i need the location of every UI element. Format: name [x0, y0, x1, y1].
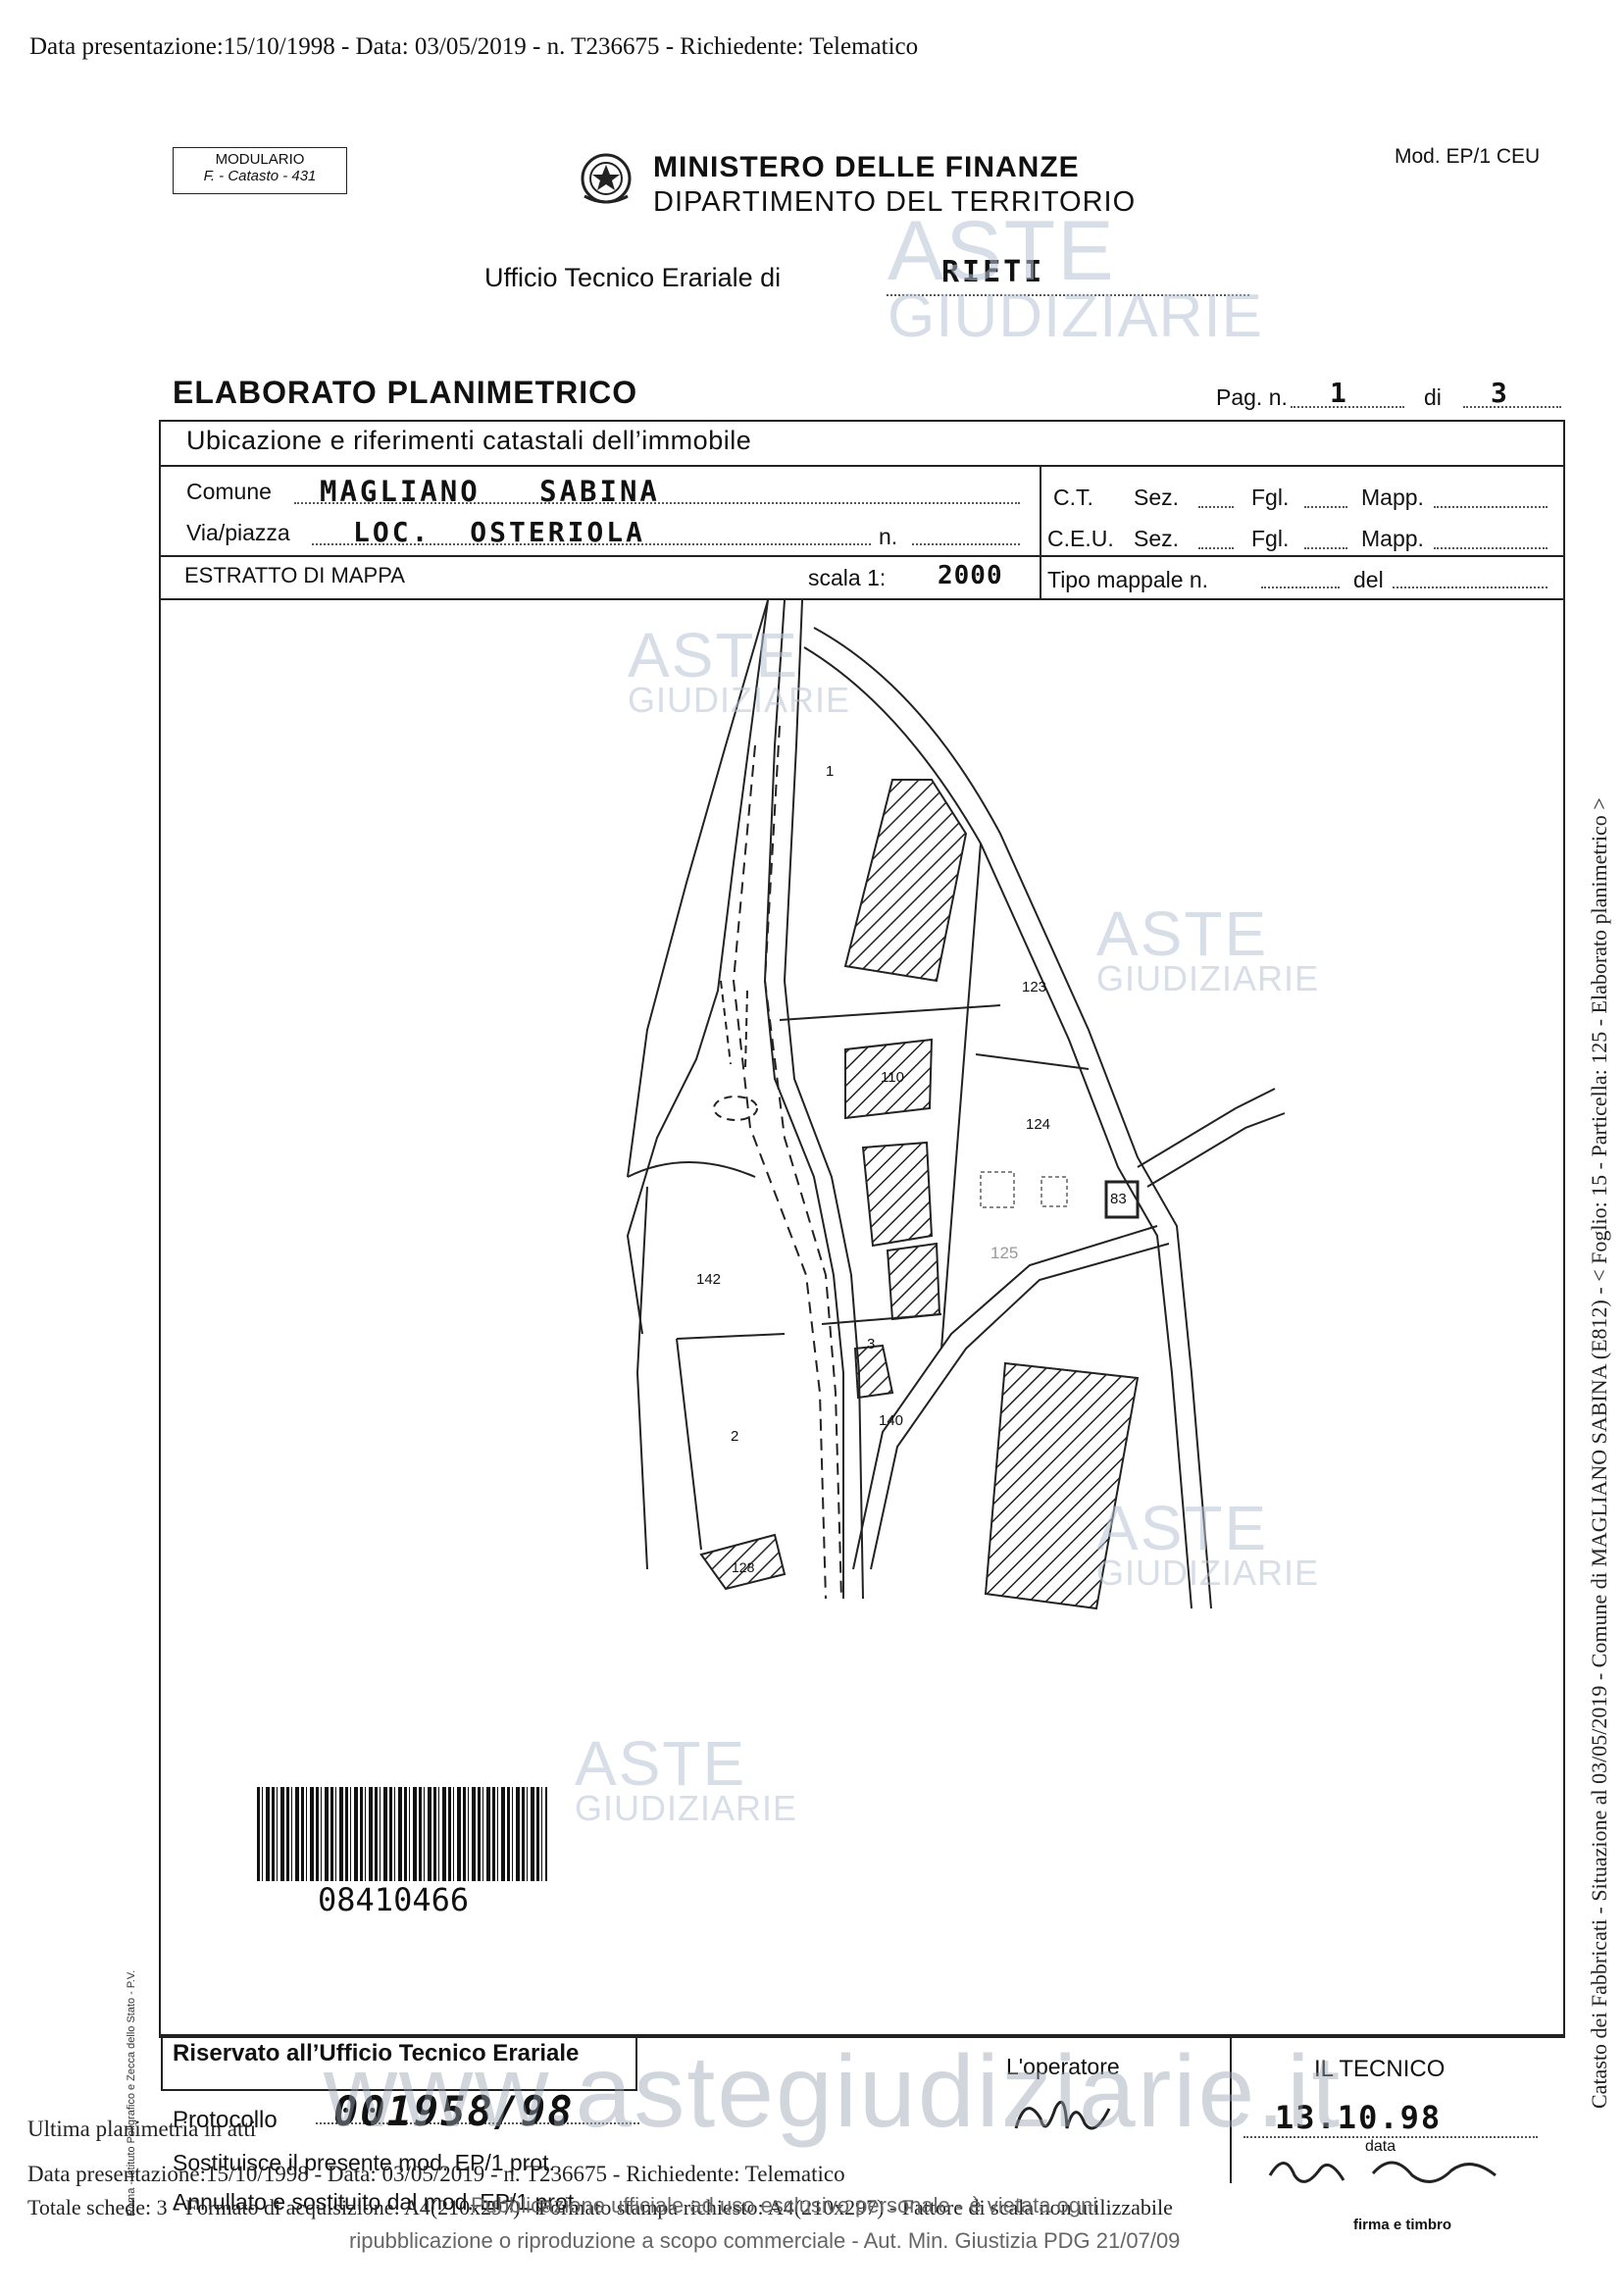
main-frame — [159, 420, 1565, 2036]
site-watermark: www.astegiudiziarie.it — [324, 2035, 1343, 2149]
watermark-map-4: ASTE GIUDIZIARIE — [575, 1728, 798, 1828]
sostituisce-text: Sostituisce il presente mod. EP/1 prot. — [173, 2150, 555, 2175]
ct-label: C.T. — [1053, 485, 1093, 510]
watermark-map-1: ASTE GIUDIZIARIE — [628, 620, 851, 720]
model-code: Mod. EP/1 CEU — [1395, 145, 1541, 168]
comune-value: MAGLIANO SABINA — [320, 475, 660, 508]
page-number: 1 — [1330, 377, 1349, 409]
tecnico-data-label: data — [1365, 2138, 1396, 2155]
ministry-name: MINISTERO DELLE FINANZE — [653, 151, 1080, 183]
protocollo-value: 001958/98 — [333, 2087, 575, 2135]
footer-line4: ripubblicazione o riproduzione a scopo c… — [349, 2228, 1181, 2253]
tecnico-signature-icon — [1268, 2161, 1497, 2183]
parcel-label: 2 — [731, 1428, 739, 1445]
watermark-map-3: ASTE GIUDIZIARIE — [1096, 1493, 1320, 1593]
footer-overlay: Pubblicazione ufficiale ad uso esclusivo… — [471, 2193, 1098, 2218]
parcel-label: 125 — [990, 1244, 1019, 1262]
watermark-line1: ASTE — [628, 620, 800, 690]
reserved-title: Riservato all’Ufficio Tecnico Erariale — [173, 2040, 580, 2066]
watermark-line2: GIUDIZIARIE — [575, 1787, 798, 1828]
header-line: Data presentazione:15/10/1998 - Data: 03… — [29, 33, 919, 60]
comune-label: Comune — [186, 479, 272, 504]
watermark-line1: ASTE — [1096, 898, 1269, 969]
firma-timbro-label: firma e timbro — [1353, 2217, 1452, 2233]
via-n-label: n. — [879, 524, 898, 549]
office-label: Ufficio Tecnico Erariale di — [484, 263, 782, 292]
page-number-underline — [1291, 406, 1404, 408]
protocollo-label: Protocollo — [173, 2107, 278, 2133]
annullato-text: Annullato e sostituito dal mod. EP/1 pro… — [173, 2189, 581, 2215]
tecnico-date: 13.10.98 — [1275, 2099, 1443, 2136]
parcel-label: 124 — [1026, 1116, 1051, 1133]
watermark-map-2: ASTE GIUDIZIARIE — [1096, 898, 1320, 998]
parcel-label: 83 — [1110, 1191, 1127, 1207]
ct-mapp: Mapp. — [1361, 485, 1424, 510]
ct-fgl: Fgl. — [1251, 485, 1290, 510]
barcode-number: 08410466 — [318, 1881, 470, 1918]
modulario-line1: MODULARIO — [215, 151, 305, 168]
watermark-line2: GIUDIZIARIE — [628, 679, 851, 720]
parcel-label: 142 — [696, 1271, 722, 1288]
page-label: Pag. n. — [1216, 384, 1288, 410]
parcel-label: 140 — [879, 1412, 904, 1429]
office-value: RIETI — [941, 255, 1045, 289]
ct-sez: Sez. — [1134, 485, 1180, 510]
parcel-label: 110 — [881, 1069, 904, 1086]
watermark-line1: ASTE — [1096, 1493, 1269, 1563]
scala-label: scala 1: — [808, 565, 887, 590]
barcode — [257, 1787, 547, 1881]
document-title: ELABORATO PLANIMETRICO — [173, 375, 638, 410]
tipo-mappale-label: Tipo mappale n. — [1047, 567, 1209, 592]
parcel-label: 3 — [867, 1336, 876, 1352]
department-name: DIPARTIMENTO DEL TERRITORIO — [653, 186, 1137, 218]
ceu-mapp: Mapp. — [1361, 526, 1424, 551]
republic-emblem-icon — [581, 153, 632, 204]
via-value: LOC. OSTERIOLA — [353, 516, 646, 548]
page-total-underline — [1463, 406, 1561, 408]
via-label: Via/piazza — [186, 520, 290, 545]
parcel-label: 128 — [732, 1559, 755, 1575]
tipo-del-label: del — [1353, 567, 1384, 592]
ceu-label: C.E.U. — [1047, 526, 1114, 551]
page-of-label: di — [1424, 384, 1442, 410]
watermark-top: ASTE GIUDIZIARIE — [888, 204, 1264, 351]
modulario-line2: F. - Catasto - 431 — [203, 168, 317, 184]
scala-value: 2000 — [938, 561, 1003, 590]
office-underline — [887, 263, 1249, 296]
watermark-line1: ASTE — [575, 1728, 747, 1799]
watermark-line2: GIUDIZIARIE — [1096, 957, 1320, 998]
page-total: 3 — [1491, 377, 1510, 409]
footer-line2: Data presentazione:15/10/1998 - Data: 03… — [27, 2162, 845, 2186]
parcel-label: 1 — [826, 763, 835, 780]
modulario-box: MODULARIO F. - Catasto - 431 — [173, 147, 347, 194]
watermark-top-line1: ASTE — [888, 204, 1116, 298]
ceu-sez: Sez. — [1134, 526, 1180, 551]
footer-ultima: Ultima planimetria in atti — [27, 2117, 257, 2141]
reserved-title-box — [161, 2034, 637, 2091]
operatore-signature-icon — [1014, 2100, 1111, 2130]
footer-line3: Totale schede: 3 - Formato di acquisizio… — [27, 2195, 1173, 2219]
operatore-label: L'operatore — [1006, 2054, 1120, 2079]
ceu-fgl: Fgl. — [1251, 526, 1290, 551]
parcel-label: 123 — [1022, 979, 1047, 995]
section-title: Ubicazione e riferimenti catastali dell’… — [186, 426, 752, 455]
watermark-top-line2: GIUDIZIARIE — [888, 282, 1264, 351]
side-vertical-text: Catasto dei Fabbricati - Situazione al 0… — [1587, 797, 1611, 2109]
watermark-line2: GIUDIZIARIE — [1096, 1552, 1320, 1593]
tecnico-title: IL TECNICO — [1314, 2056, 1446, 2082]
estratto-label: ESTRATTO DI MAPPA — [184, 563, 405, 587]
